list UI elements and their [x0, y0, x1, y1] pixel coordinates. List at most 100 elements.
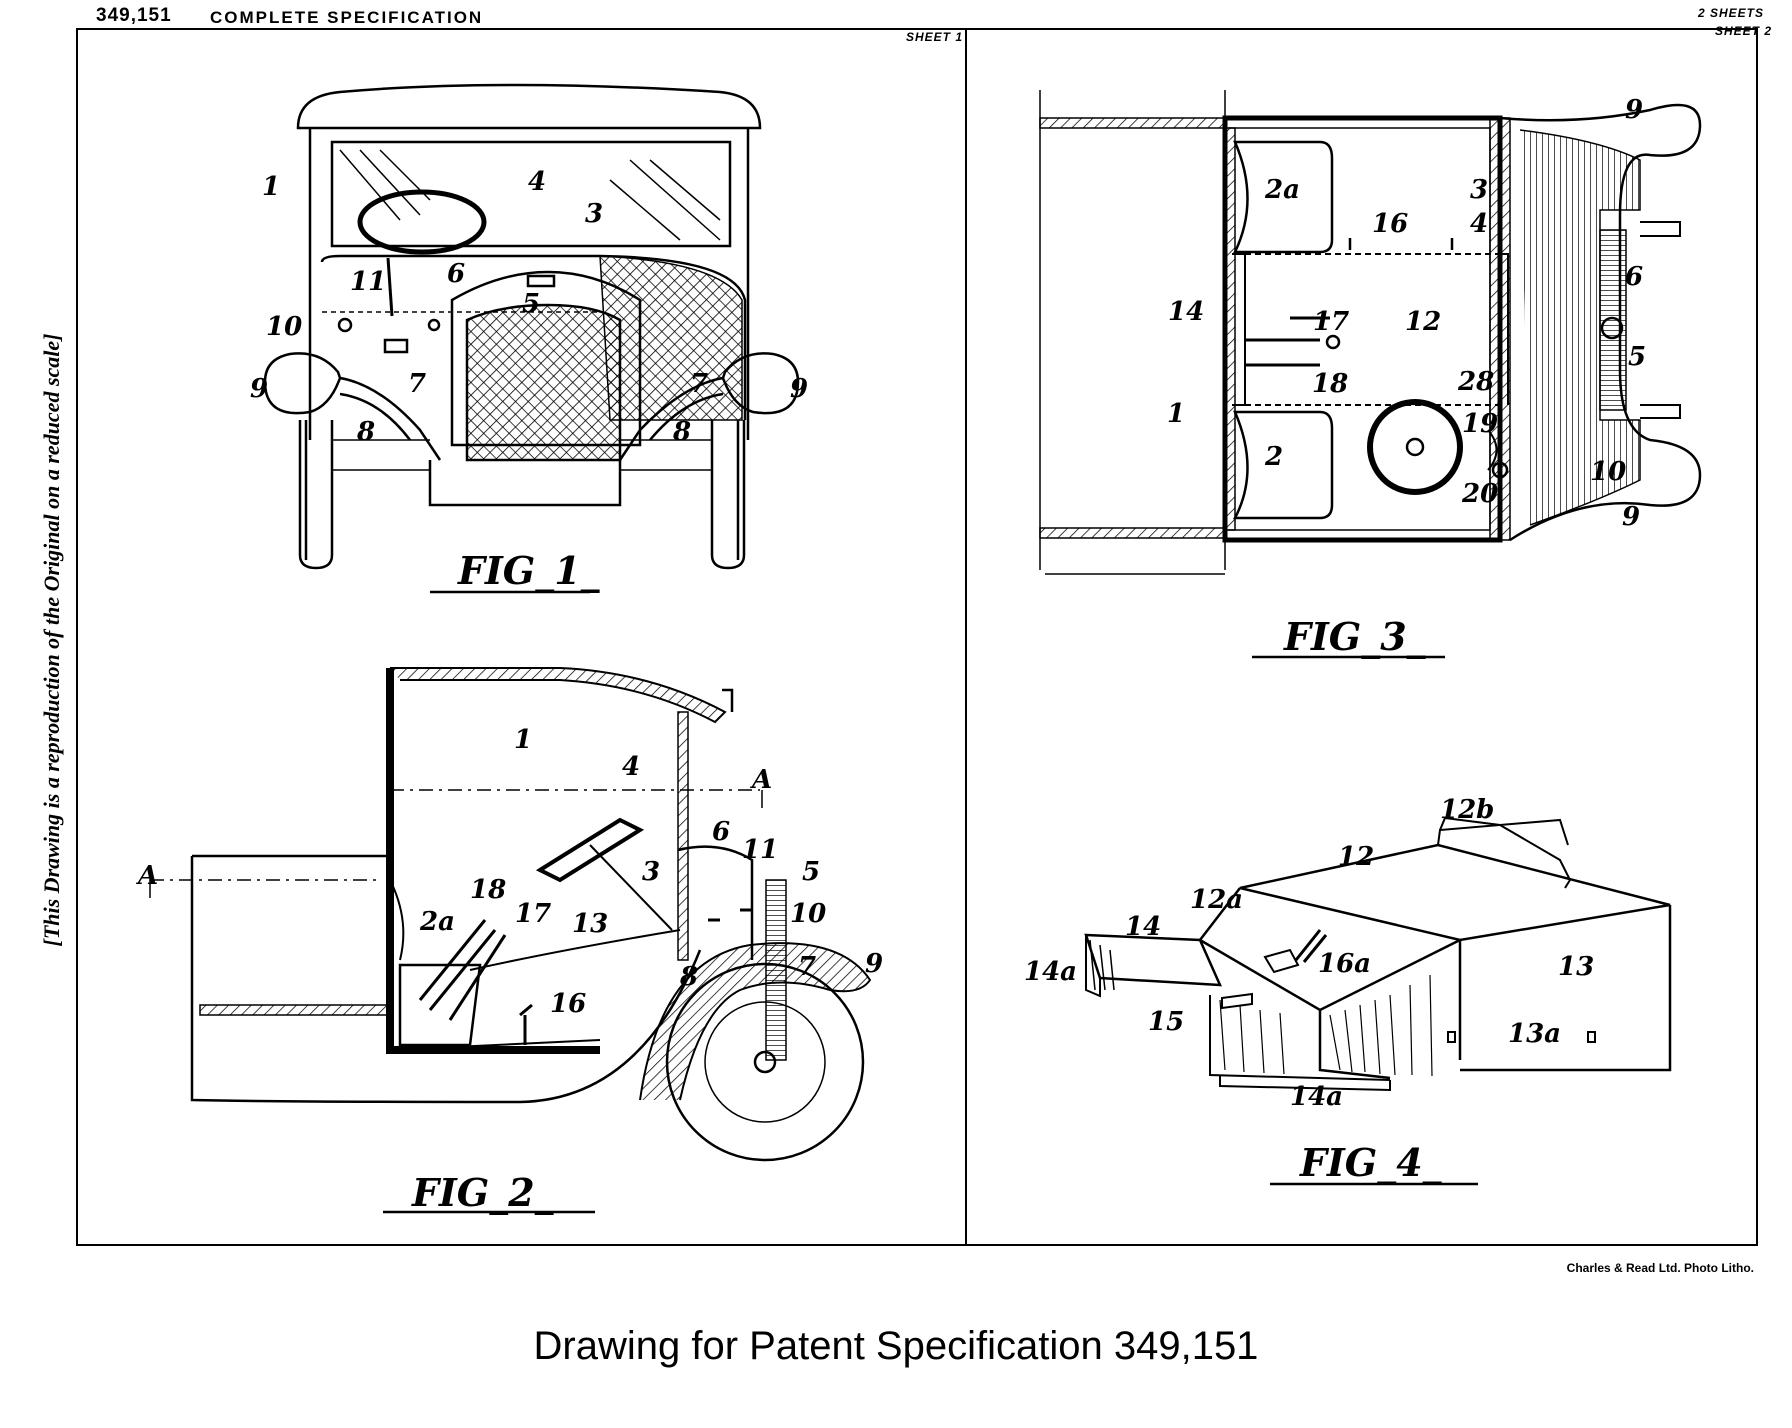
fig4-drawing	[1084, 816, 1672, 1186]
fig2-label-2a: 2a	[419, 907, 455, 937]
fig1-cab-sides	[308, 128, 750, 440]
fig4-label-14a-left: 14a	[1024, 957, 1077, 987]
fig3-steering-wheel	[1367, 399, 1463, 495]
printer-credit: Charles & Read Ltd. Photo Litho.	[1566, 1261, 1754, 1275]
fig2-floor	[389, 1039, 601, 1051]
fig2-label-a-left: A	[135, 861, 158, 891]
fig2-label-5: 5	[802, 857, 820, 887]
fig3-drawing	[1039, 90, 1702, 659]
fig2-visor	[722, 688, 734, 712]
fig3-label-9a: 9	[1625, 95, 1643, 125]
fig1-roof	[296, 83, 762, 130]
fig1-label-4: 4	[528, 167, 546, 197]
fig2-wheel-inner	[704, 1001, 826, 1123]
fig1-labels: 1 3 4 5 6 7 7 8 8 9 9 10 11 FIG_1_	[250, 167, 808, 593]
fig3-label-16: 16	[1372, 209, 1408, 239]
fig4-lever-16a	[1294, 929, 1328, 963]
fig3-wheel-hub	[1405, 437, 1425, 457]
fig2-label-11: 11	[742, 835, 778, 865]
fig2-section-arrows	[149, 790, 763, 898]
fig2-levers	[418, 919, 507, 1021]
fig4-flap-edge	[1085, 935, 1101, 998]
fig1-axle-lines	[332, 439, 712, 471]
sheet-1-label: SHEET 1	[906, 30, 964, 44]
fig3-box-lines	[1235, 253, 1500, 406]
fig4-lower-shading	[1219, 999, 1285, 1075]
fig3-label-10: 10	[1590, 457, 1626, 487]
fig2-pedal	[519, 1003, 533, 1045]
fig4-base-flange	[1219, 1076, 1391, 1092]
fig3-label-14: 14	[1168, 297, 1204, 327]
fig3-label-18: 18	[1312, 369, 1348, 399]
fig1-label-5: 5	[522, 289, 540, 319]
image-caption: Drawing for Patent Specification 349,151	[533, 1324, 1259, 1368]
fig1-label-7b: 7	[690, 369, 708, 399]
fig1-plate	[383, 338, 409, 354]
fig2-label-9: 9	[865, 949, 883, 979]
fig3-labels: 1 2 2a 3 4 5 6 9 9 10 12 14 16 17 18 19 …	[1167, 95, 1646, 659]
fig3-label-2: 2	[1264, 442, 1283, 472]
fig3-bottom-stripe	[1039, 527, 1226, 539]
fig3-label-19: 19	[1462, 409, 1498, 439]
fig4-opening-15	[1263, 948, 1300, 974]
fig2-labels: 1 2a 3 4 5 6 7 8 9 10 11 13 16 17 18 A A…	[135, 725, 883, 1215]
fig1-fender-arm-left	[339, 376, 442, 461]
fig2-label-6: 6	[712, 817, 730, 847]
sheet-divider	[965, 28, 967, 1246]
fig3-box-sides	[1232, 253, 1509, 406]
fig1-fender-left	[263, 352, 342, 415]
spec-number: 349,151	[96, 5, 172, 26]
fig1-drawing	[263, 83, 800, 594]
fig2-label-17: 17	[515, 899, 551, 929]
fig3-label-3: 3	[1470, 175, 1488, 205]
spec-title: COMPLETE SPECIFICATION	[210, 8, 484, 27]
fig4-holes-13a	[1447, 1031, 1596, 1043]
fig1-label-1: 1	[262, 172, 280, 202]
fig1-fender-arm-right	[618, 376, 724, 461]
fig4-label-12a: 12a	[1190, 885, 1243, 915]
fig3-label-4: 4	[1470, 209, 1488, 239]
fig3-cab-back-wall	[1224, 127, 1236, 531]
fig1-radiator-shell	[450, 270, 642, 447]
fig4-top-plate-12	[1239, 843, 1671, 942]
fig3-label-9b: 9	[1622, 502, 1640, 532]
fig3-label-17: 17	[1313, 307, 1349, 337]
fig4-label-14a-bottom: 14a	[1290, 1082, 1343, 1112]
fig4-label-12: 12	[1338, 842, 1374, 872]
fig1-cowl	[320, 254, 747, 420]
fig3-label-6: 6	[1625, 262, 1643, 292]
fig4-flap-14	[1084, 933, 1222, 987]
fig1-label-7a: 7	[408, 369, 426, 399]
fig3-label-5: 5	[1628, 342, 1646, 372]
fig1-bumper	[428, 460, 622, 507]
fig2-label-a-right: A	[749, 765, 772, 795]
fig2-body-stripe	[199, 1004, 391, 1016]
fig2-fender	[639, 942, 872, 1101]
fig3-label-20: 20	[1461, 479, 1498, 509]
fig1-wheel-right	[710, 420, 746, 570]
fig3-frame-rails	[1039, 90, 1226, 570]
fig1-bolt	[337, 317, 353, 333]
fig3-top-stripe	[1039, 117, 1226, 129]
fig3-pedal	[1487, 429, 1498, 471]
fig4-slope-12a	[1198, 887, 1461, 1012]
fig2-label-4: 4	[622, 752, 640, 782]
fig4-caption: FIG_4_	[1299, 1140, 1442, 1185]
fig3-bolt-20	[1491, 461, 1509, 479]
fig3-lever-knob	[1325, 334, 1341, 350]
fig2-caption: FIG_2_	[411, 1170, 554, 1215]
fig2-label-8: 8	[679, 962, 698, 992]
fig3-bracket	[1348, 238, 1454, 250]
fig4-slot	[1221, 992, 1253, 1010]
fig4-label-16a: 16a	[1318, 949, 1371, 979]
fig4-label-12b: 12b	[1440, 795, 1494, 825]
fig2-label-18: 18	[470, 875, 506, 905]
fig4-lower-box	[1209, 995, 1391, 1081]
fig1-label-9a: 9	[250, 374, 268, 404]
fig3-label-12: 12	[1405, 307, 1441, 337]
fig3-hood-shading	[1519, 129, 1641, 526]
fig4-label-15: 15	[1148, 1007, 1184, 1037]
sheets-total: 2 SHEETS	[1697, 6, 1764, 20]
fig2-seat-box	[398, 963, 482, 1047]
